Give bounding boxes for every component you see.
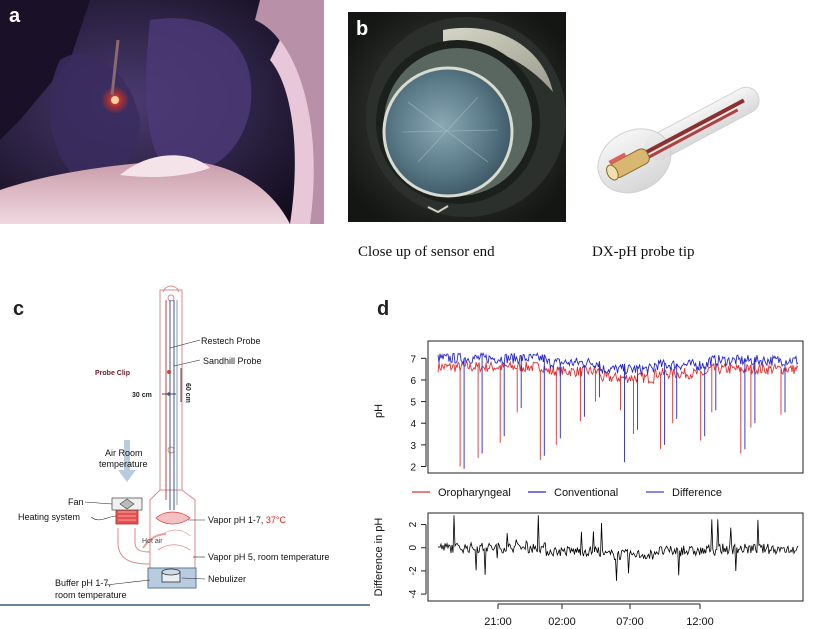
- panel-a-photo: a: [0, 0, 324, 224]
- time-x-tick-label: 21:00: [484, 616, 512, 628]
- label-probe-clip: Probe Clip: [95, 370, 130, 377]
- sensor-end-caption: Close up of sensor end: [358, 244, 495, 260]
- dx-ph-probe-tip-render: [597, 86, 760, 194]
- difference-y-tick-label: -4: [408, 589, 419, 598]
- legend-label: Difference: [672, 487, 722, 499]
- panel-a-letter: a: [9, 5, 21, 27]
- label-hot-air: Hot air: [142, 538, 163, 545]
- difference-y-tick-label: -2: [408, 566, 419, 575]
- difference-y-axis-label: Difference in pH: [373, 518, 385, 597]
- legend-label: Conventional: [554, 487, 618, 499]
- ph-y-axis: 2 3 4 5 6 7: [410, 354, 427, 474]
- label-sandhill-probe: Sandhill Probe: [203, 356, 262, 366]
- panel-d-letter: d: [377, 298, 390, 320]
- panel-c-letter: c: [13, 298, 25, 320]
- ph-y-tick-label: 7: [410, 354, 416, 365]
- legend-label: Oropharyngeal: [438, 487, 511, 499]
- probe-tip-caption: DX-pH probe tip: [592, 244, 695, 260]
- time-x-tick-label: 02:00: [548, 616, 576, 628]
- difference-y-axis: -4 -2 0 2: [408, 521, 427, 599]
- oropharyngeal-trace: [437, 360, 799, 467]
- difference-y-tick-label: 0: [408, 545, 419, 551]
- difference-line: [437, 515, 799, 581]
- throat-image: [0, 0, 324, 224]
- panel-b-letter: b: [356, 18, 369, 40]
- vapor-chamber: [149, 489, 196, 577]
- apparatus-diagram: 60 cm 30 cm Probe Clip Restech Probe San…: [0, 285, 370, 606]
- label-60cm: 60 cm: [184, 383, 191, 403]
- ph-plot-frame: [427, 340, 804, 474]
- time-x-tick-label: 07:00: [616, 616, 644, 628]
- ph-y-tick-label: 3: [410, 441, 416, 452]
- label-heating-system: Heating system: [18, 512, 80, 522]
- label-30cm: 30 cm: [132, 392, 152, 399]
- vertical-tube: [159, 289, 183, 491]
- label-vapor-ph5: Vapor pH 5, room temperature: [208, 552, 329, 562]
- ph-y-tick-label: 6: [410, 376, 416, 387]
- label-vapor-ph1-7: Vapor pH 1-7, 37°C: [208, 515, 286, 525]
- difference-plot-frame: [427, 512, 804, 602]
- ph-y-tick-label: 2: [410, 463, 416, 474]
- chart-legend: Oropharyngeal Conventional Difference: [412, 487, 722, 499]
- difference-y-tick-label: 2: [408, 521, 419, 527]
- time-x-tick-label: 12:00: [686, 616, 714, 628]
- label-nebulizer: Nebulizer: [208, 574, 246, 584]
- label-buffer-room-temp: room temperature: [55, 590, 127, 600]
- ph-y-tick-label: 4: [410, 419, 416, 430]
- conventional-trace: [437, 351, 799, 469]
- panel-b-photo: b: [348, 12, 566, 222]
- label-buffer-ph: Buffer pH 1-7,: [55, 578, 111, 588]
- air-inflow-arrow: [118, 440, 136, 482]
- ph-y-tick-label: 5: [410, 398, 416, 409]
- sensor-closeup-image: [348, 12, 566, 222]
- difference-trace: [437, 515, 799, 581]
- ph-traces: [437, 351, 799, 469]
- time-x-axis: 21:00 02:00 07:00 12:00: [484, 603, 714, 628]
- label-restech-probe: Restech Probe: [201, 336, 261, 346]
- label-air-room-temp: temperature: [99, 459, 148, 469]
- label-air-room: Air Room: [105, 448, 143, 458]
- label-fan: Fan: [68, 497, 84, 507]
- ph-y-axis-label: pH: [373, 404, 385, 418]
